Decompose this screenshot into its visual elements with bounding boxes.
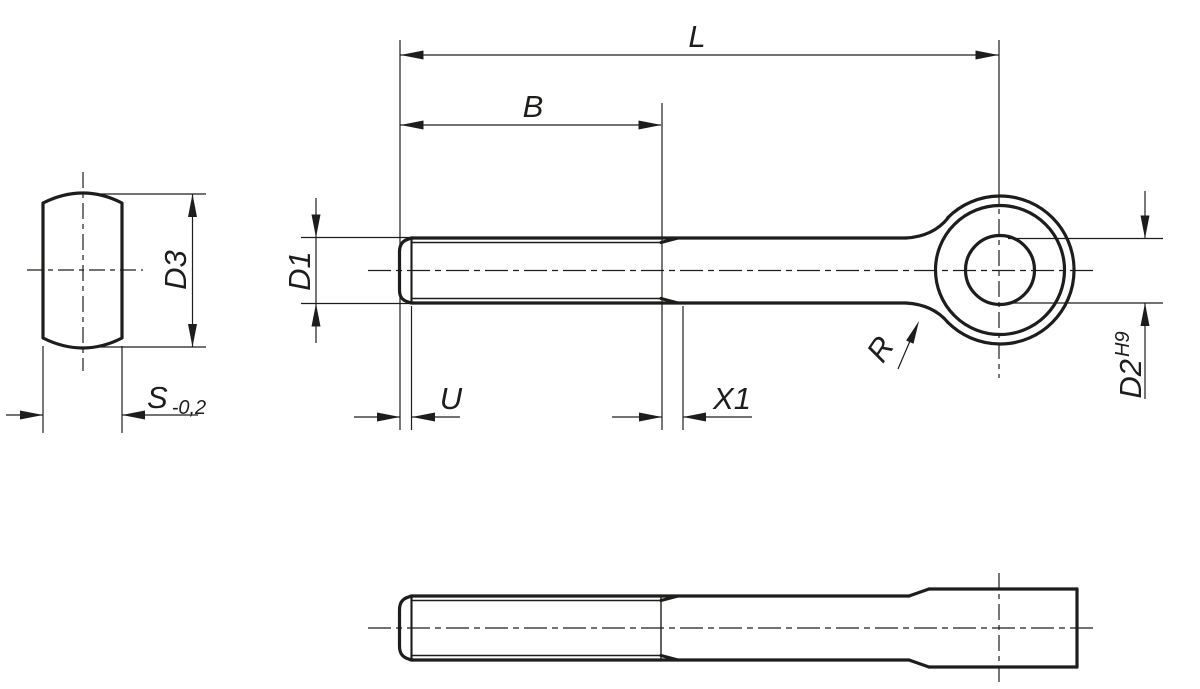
b-arrow-right [638,120,662,130]
s-arrow-left [122,410,145,420]
x1-arrow-right [639,412,662,422]
d1-arrow-up [311,303,321,327]
end-view [27,172,143,371]
dimension-u: U [354,306,463,430]
dimension-s: S-0,2 [6,346,206,433]
main-view [368,40,1097,378]
d1-label: D1 [282,251,317,291]
dimension-d1: D1 [282,198,411,343]
l-label: L [688,19,705,54]
s-arrow-right [20,410,43,420]
d1-arrow-down [311,214,321,238]
u-arrow-right [377,412,400,422]
plan-view [368,573,1097,684]
u-label: U [440,381,463,416]
l-arrow-left [400,50,424,60]
d2-arrow-up [1140,303,1150,326]
plan-taper-bottom [907,658,931,669]
d3-arrow-up [188,194,197,217]
end-view-outline [41,191,124,350]
main-fillet-bottom [904,301,950,325]
dimension-l: L [399,19,999,430]
x1-arrow-left [683,412,706,422]
d2-label: D2H9 [1112,331,1148,398]
plan-taper-top [907,587,931,598]
u-arrow-left [412,412,435,422]
r-arrowhead [906,321,919,344]
x1-label: X1 [712,381,751,416]
b-label: B [523,89,544,124]
dimension-d3: D3 [100,193,206,348]
l-arrow-right [975,50,999,60]
d2-arrow-down [1140,215,1150,239]
dimension-b: B [400,89,663,430]
d3-label: D3 [158,250,193,290]
b-arrow-left [400,120,424,130]
r-label: R [860,330,902,368]
dimension-x1: X1 [612,306,752,430]
main-fillet-top [904,216,950,240]
d3-arrow-down [188,324,197,347]
s-label: S-0,2 [147,380,206,419]
dimension-d2: D2H9 [1008,191,1163,399]
dimension-r: R [860,321,919,370]
